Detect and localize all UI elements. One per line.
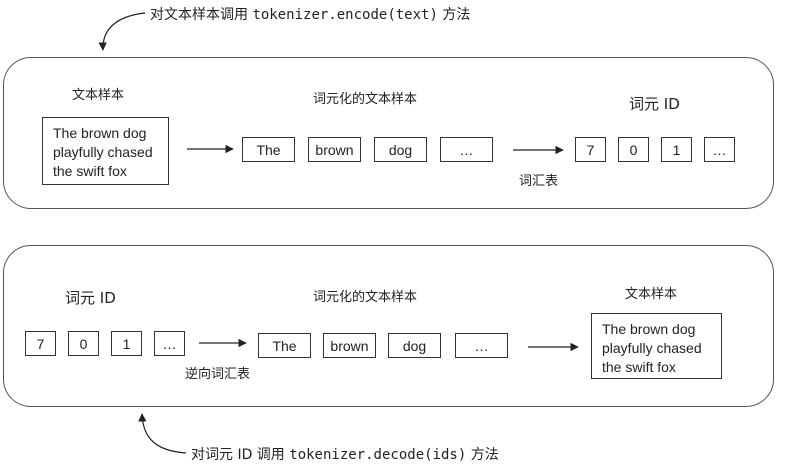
encode-id-7: 7 xyxy=(575,137,606,162)
encode-ids-label: 词元 ID xyxy=(629,95,680,113)
decode-id-0: 0 xyxy=(68,331,99,356)
encode-token-dog: dog xyxy=(374,137,427,162)
decode-token-ellipsis: … xyxy=(455,333,508,358)
decode-id-ellipsis: … xyxy=(154,331,185,356)
decode-tokenized-label: 词元化的文本样本 xyxy=(313,290,418,305)
encode-caption-code: tokenizer.encode(text) xyxy=(252,7,438,23)
decode-id-7: 7 xyxy=(25,331,56,356)
decode-id-1: 1 xyxy=(111,331,142,356)
decode-caption-suffix: 方法 xyxy=(470,447,499,463)
encode-caption-prefix: 对文本样本调用 xyxy=(150,7,248,23)
decode-caption-prefix: 对词元 ID 调用 xyxy=(191,447,285,463)
encode-caption-pointer xyxy=(98,12,146,51)
decode-text-sample: The brown dog playfully chased the swift… xyxy=(591,313,722,379)
encode-id-0: 0 xyxy=(618,137,649,162)
encode-text-sample: The brown dog playfully chased the swift… xyxy=(42,117,169,185)
sample-line: The brown dog xyxy=(53,125,147,141)
decode-sample-label: 文本样本 xyxy=(625,287,678,302)
encode-token-the: The xyxy=(242,137,295,162)
sample-line: The brown dog xyxy=(602,321,696,337)
decode-caption-pointer xyxy=(138,413,187,454)
sample-line: the swift fox xyxy=(53,163,127,179)
encode-token-brown: brown xyxy=(308,137,361,162)
vocab-label: 词汇表 xyxy=(519,174,559,189)
encode-caption-suffix: 方法 xyxy=(442,7,471,23)
sample-line: playfully chased xyxy=(53,144,153,160)
decode-caption-code: tokenizer.decode(ids) xyxy=(289,447,467,463)
encode-sample-label: 文本样本 xyxy=(72,88,125,103)
encode-caption: 对文本样本调用 tokenizer.encode(text) 方法 xyxy=(150,4,470,24)
encode-id-1: 1 xyxy=(661,137,692,162)
decode-token-brown: brown xyxy=(323,333,376,358)
sample-line: the swift fox xyxy=(602,359,676,375)
inverse-vocab-label: 逆向词汇表 xyxy=(185,367,251,382)
sample-line: playfully chased xyxy=(602,340,702,356)
decode-caption: 对词元 ID 调用 tokenizer.decode(ids) 方法 xyxy=(191,444,499,464)
decode-ids-label: 词元 ID xyxy=(65,289,116,307)
encode-token-ellipsis: … xyxy=(440,137,493,162)
decode-token-dog: dog xyxy=(388,333,441,358)
encode-tokenized-label: 词元化的文本样本 xyxy=(313,92,418,107)
decode-token-the: The xyxy=(258,333,311,358)
encode-id-ellipsis: … xyxy=(704,137,735,162)
